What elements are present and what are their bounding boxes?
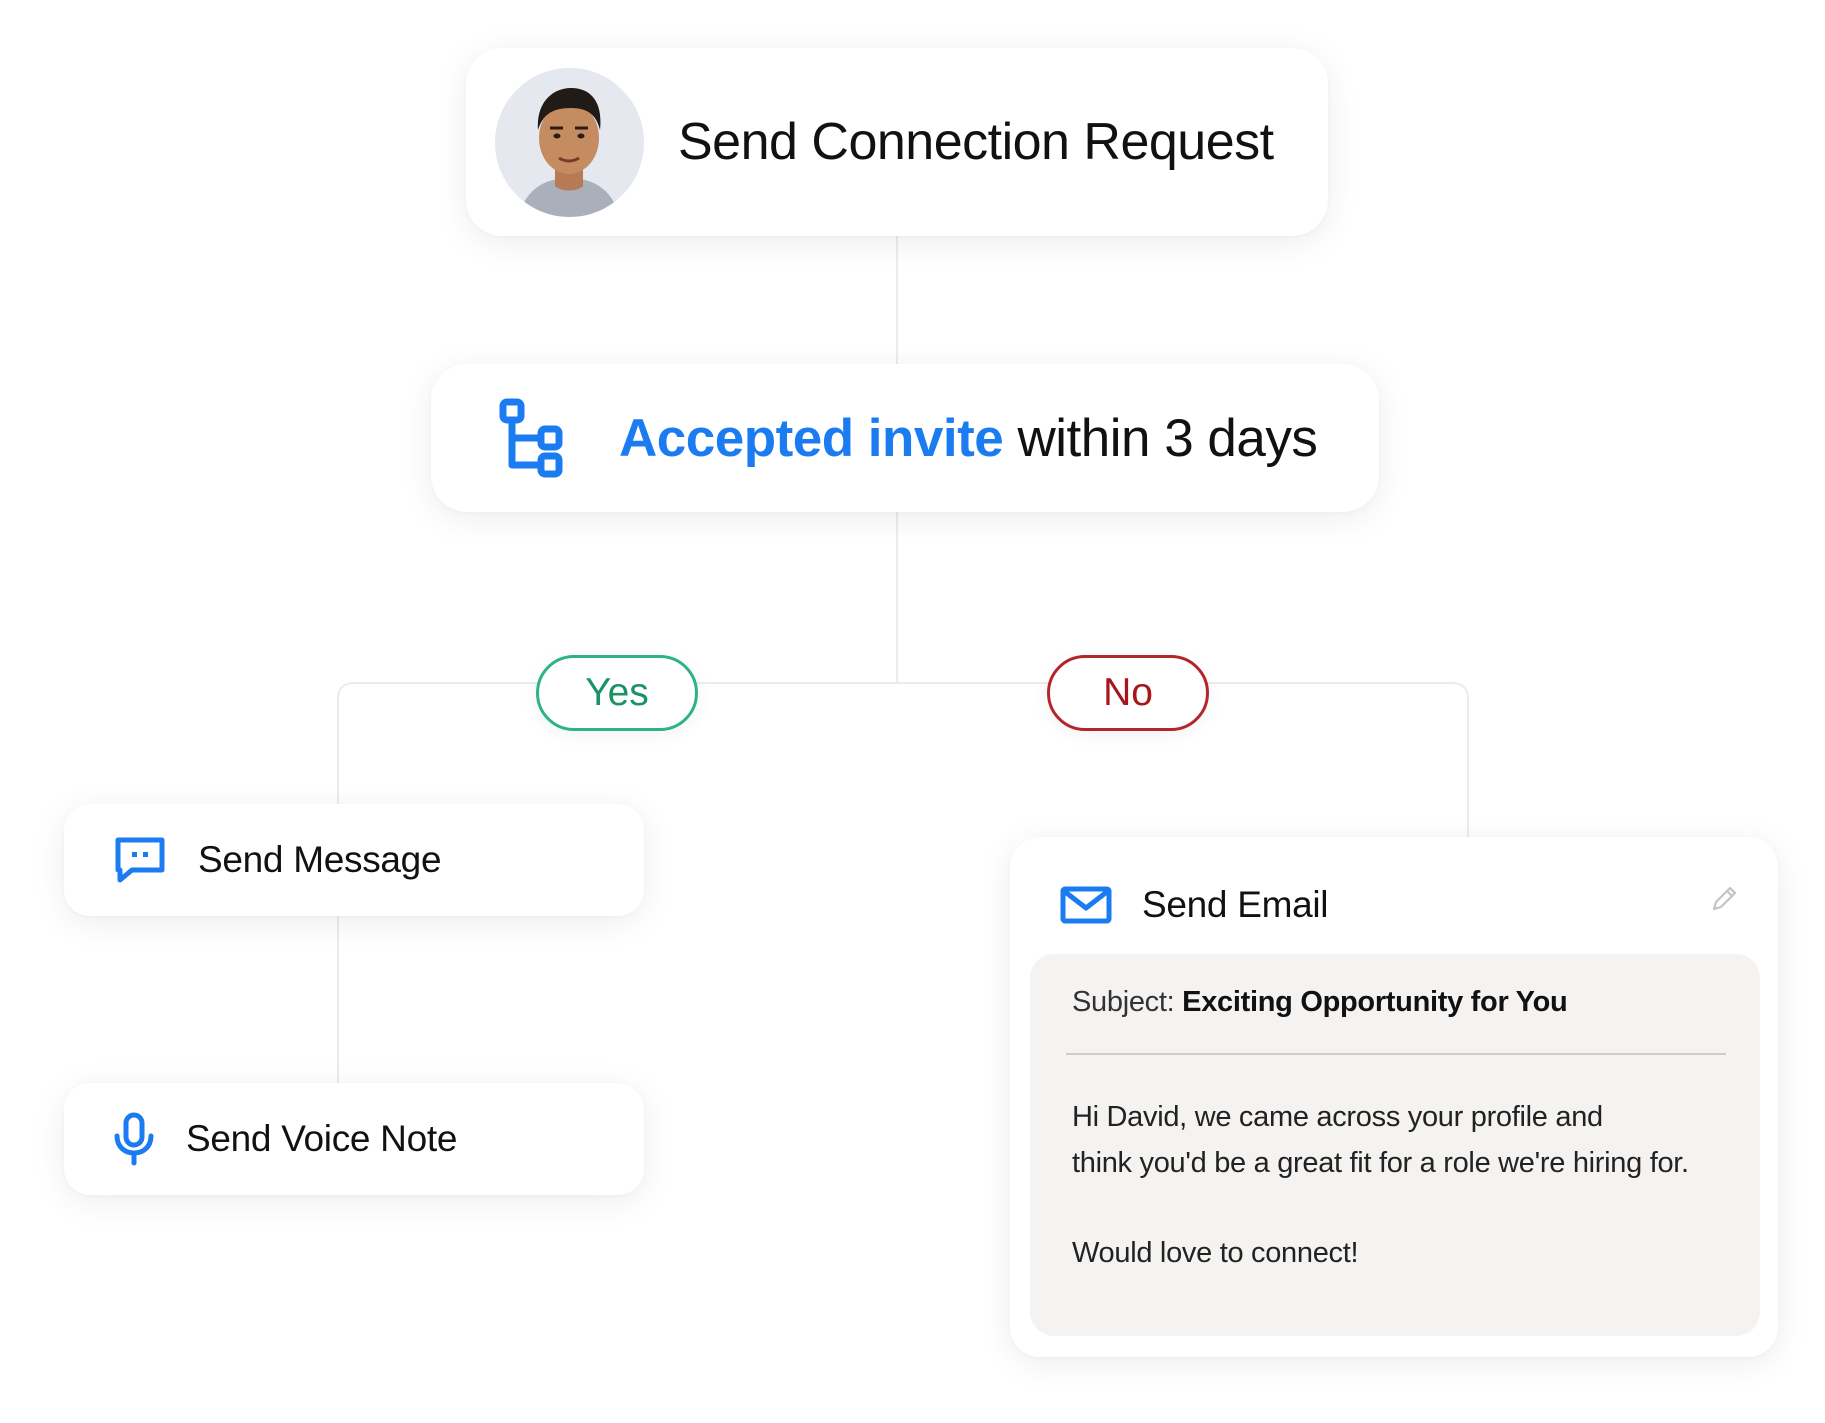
branch-yes-pill[interactable]: Yes <box>536 655 698 731</box>
pencil-icon <box>1712 886 1737 911</box>
email-body-line: Hi David, we came across your profile an… <box>1072 1101 1603 1133</box>
envelope-icon <box>1060 886 1112 924</box>
subject-value: Exciting Opportunity for You <box>1182 986 1568 1018</box>
node-condition-accepted-invite[interactable]: Accepted invite within 3 days <box>431 364 1379 512</box>
email-divider <box>1066 1053 1726 1055</box>
condition-label: Accepted invite within 3 days <box>619 408 1318 469</box>
avatar <box>495 67 644 217</box>
branch-icon <box>499 398 563 478</box>
node-label: Send Email <box>1142 884 1329 925</box>
branch-no-pill[interactable]: No <box>1047 655 1209 731</box>
condition-highlight: Accepted invite <box>619 408 1004 468</box>
node-send-message[interactable]: Send Message <box>64 804 644 916</box>
chat-icon <box>115 837 165 883</box>
node-label: Send Message <box>198 839 442 880</box>
microphone-icon <box>114 1112 154 1166</box>
email-body-text: Hi David, we came across your profile an… <box>1072 1094 1712 1276</box>
node-label: Send Connection Request <box>678 113 1274 171</box>
node-send-email[interactable]: Send Email Subject: Exciting Opportunity… <box>1010 837 1778 1357</box>
email-body-line: think you'd be a great fit for a role we… <box>1072 1147 1689 1179</box>
condition-rest: within 3 days <box>1017 408 1318 468</box>
email-preview: Subject: Exciting Opportunity for You Hi… <box>1030 954 1760 1336</box>
subject-label: Subject: <box>1072 986 1175 1018</box>
edit-button[interactable] <box>1702 877 1746 921</box>
connector-branch-no <box>897 682 1469 837</box>
connector-branch-yes <box>337 682 897 804</box>
email-body-line: Would love to connect! <box>1072 1237 1359 1269</box>
node-label: Send Voice Note <box>186 1118 458 1159</box>
email-header: Send Email <box>1060 873 1329 937</box>
avatar-photo-icon <box>495 67 644 217</box>
node-send-connection-request[interactable]: Send Connection Request <box>466 48 1328 236</box>
node-send-voice-note[interactable]: Send Voice Note <box>64 1083 644 1195</box>
email-subject: Subject: Exciting Opportunity for You <box>1072 986 1568 1019</box>
